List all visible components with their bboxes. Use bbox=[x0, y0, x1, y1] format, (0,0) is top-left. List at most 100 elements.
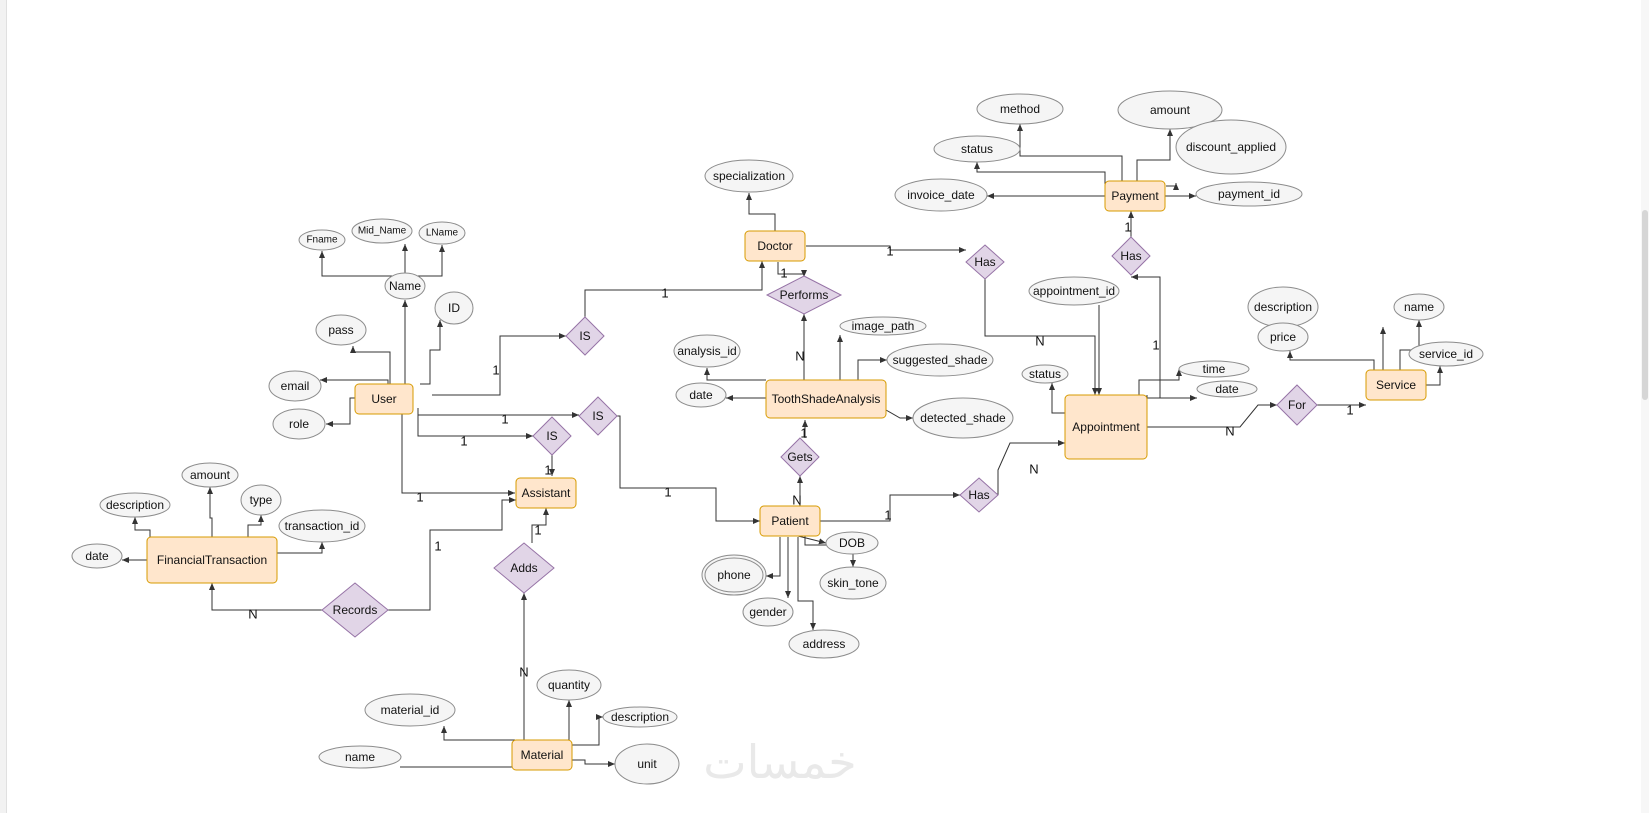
attribute-ellipse-type[interactable] bbox=[240, 484, 282, 516]
attribute-ellipse-service_id[interactable] bbox=[1408, 341, 1484, 367]
attribute-ellipse-fname[interactable] bbox=[298, 229, 346, 251]
attribute-analysis_id[interactable]: analysis_id bbox=[673, 334, 741, 368]
attribute-discount[interactable]: discount_applied bbox=[1175, 119, 1287, 175]
attribute-ellipse-transaction_id[interactable] bbox=[278, 509, 366, 543]
attribute-appointment_id[interactable]: appointment_id bbox=[1028, 276, 1120, 306]
attribute-role[interactable]: role bbox=[272, 408, 326, 440]
attribute-name[interactable]: Name bbox=[384, 272, 426, 300]
vertical-scrollbar[interactable] bbox=[1641, 0, 1649, 813]
attribute-ellipse-name_srv[interactable] bbox=[1393, 293, 1445, 321]
entity-service[interactable]: Service bbox=[1365, 369, 1427, 401]
scrollbar-thumb[interactable] bbox=[1642, 210, 1648, 400]
entity-fin[interactable]: FinancialTransaction bbox=[146, 536, 278, 584]
relationship-adds[interactable]: Adds bbox=[493, 542, 555, 594]
attribute-ellipse-amount_pay[interactable] bbox=[1117, 90, 1223, 130]
entity-box-service[interactable] bbox=[1365, 369, 1427, 401]
attribute-ellipse-name_mat[interactable] bbox=[318, 745, 402, 769]
attribute-description_mat[interactable]: description bbox=[602, 706, 678, 728]
entity-box-payment[interactable] bbox=[1104, 180, 1166, 212]
attribute-ellipse-status_app[interactable] bbox=[1021, 364, 1069, 384]
attribute-ellipse-pass[interactable] bbox=[315, 314, 367, 346]
attribute-amount_fin[interactable]: amount bbox=[181, 462, 239, 488]
attribute-pass[interactable]: pass bbox=[315, 314, 367, 346]
attribute-ellipse-amount_fin[interactable] bbox=[181, 462, 239, 488]
attribute-ellipse-skin_tone[interactable] bbox=[819, 566, 887, 600]
attribute-phone[interactable]: phone bbox=[701, 554, 767, 596]
attribute-name_mat[interactable]: name bbox=[318, 745, 402, 769]
entity-doctor[interactable]: Doctor bbox=[744, 230, 806, 262]
relationship-is3[interactable]: IS bbox=[532, 416, 572, 456]
attribute-date_app[interactable]: date bbox=[1196, 380, 1258, 398]
attribute-date_tsa[interactable]: date bbox=[675, 382, 727, 408]
attribute-ellipse-description_mat[interactable] bbox=[602, 706, 678, 728]
attribute-ellipse-address[interactable] bbox=[788, 629, 860, 659]
relationship-diamond-has_doc[interactable] bbox=[965, 244, 1005, 280]
attribute-ellipse-suggested_shade[interactable] bbox=[886, 343, 994, 377]
attribute-ellipse-time[interactable] bbox=[1178, 360, 1250, 378]
attribute-ellipse-status_pay[interactable] bbox=[933, 135, 1021, 163]
entity-payment[interactable]: Payment bbox=[1104, 180, 1166, 212]
attribute-ellipse-dob[interactable] bbox=[825, 531, 879, 555]
attribute-specialization[interactable]: specialization bbox=[704, 159, 794, 193]
attribute-ellipse-date_tsa[interactable] bbox=[675, 382, 727, 408]
attribute-ellipse-analysis_id[interactable] bbox=[673, 334, 741, 368]
entity-box-tsa[interactable] bbox=[765, 379, 887, 419]
attribute-payment_id[interactable]: payment_id bbox=[1195, 181, 1303, 207]
attribute-ellipse-gender[interactable] bbox=[742, 597, 794, 627]
relationship-diamond-has_pay[interactable] bbox=[1111, 236, 1151, 276]
entity-assistant[interactable]: Assistant bbox=[515, 477, 577, 509]
attribute-ellipse-specialization[interactable] bbox=[704, 159, 794, 193]
attribute-transaction_id[interactable]: transaction_id bbox=[278, 509, 366, 543]
attribute-ellipse-invoice_date[interactable] bbox=[894, 178, 988, 212]
attribute-ellipse-payment_id[interactable] bbox=[1195, 181, 1303, 207]
attribute-ellipse-unit[interactable] bbox=[614, 743, 680, 785]
relationship-records[interactable]: Records bbox=[321, 582, 389, 638]
attribute-dob[interactable]: DOB bbox=[825, 531, 879, 555]
attribute-ellipse-role[interactable] bbox=[272, 408, 326, 440]
attribute-midname[interactable]: Mid_Name bbox=[351, 218, 413, 244]
relationship-for[interactable]: For bbox=[1276, 384, 1318, 426]
attribute-ellipse-name[interactable] bbox=[384, 272, 426, 300]
relationship-has_doc[interactable]: Has bbox=[965, 244, 1005, 280]
attribute-method[interactable]: method bbox=[976, 93, 1064, 125]
attribute-ellipse-material_id[interactable] bbox=[364, 693, 456, 727]
attribute-gender[interactable]: gender bbox=[742, 597, 794, 627]
attribute-amount_pay[interactable]: amount bbox=[1117, 90, 1223, 130]
entity-box-material[interactable] bbox=[511, 739, 573, 771]
entity-box-appointment[interactable] bbox=[1064, 394, 1148, 460]
attribute-skin_tone[interactable]: skin_tone bbox=[819, 566, 887, 600]
attribute-invoice_date[interactable]: invoice_date bbox=[894, 178, 988, 212]
entity-box-user[interactable] bbox=[354, 383, 414, 415]
relationship-diamond-records[interactable] bbox=[321, 582, 389, 638]
attribute-suggested_shade[interactable]: suggested_shade bbox=[886, 343, 994, 377]
attribute-ellipse-midname[interactable] bbox=[351, 218, 413, 244]
attribute-ellipse-lname[interactable] bbox=[418, 221, 466, 245]
attribute-ellipse-method[interactable] bbox=[976, 93, 1064, 125]
attribute-description_fin[interactable]: description bbox=[99, 492, 171, 518]
attribute-fname[interactable]: Fname bbox=[298, 229, 346, 251]
relationship-diamond-is2[interactable] bbox=[578, 396, 618, 436]
attribute-material_id[interactable]: material_id bbox=[364, 693, 456, 727]
attribute-ellipse-discount[interactable] bbox=[1175, 119, 1287, 175]
entity-box-fin[interactable] bbox=[146, 536, 278, 584]
attribute-address[interactable]: address bbox=[788, 629, 860, 659]
attribute-time[interactable]: time bbox=[1178, 360, 1250, 378]
relationship-diamond-gets[interactable] bbox=[780, 437, 820, 477]
entity-box-assistant[interactable] bbox=[515, 477, 577, 509]
relationship-diamond-has_pat[interactable] bbox=[959, 477, 999, 513]
entity-box-doctor[interactable] bbox=[744, 230, 806, 262]
relationship-diamond-is3[interactable] bbox=[532, 416, 572, 456]
entity-box-patient[interactable] bbox=[759, 505, 821, 537]
relationship-has_pay[interactable]: Has bbox=[1111, 236, 1151, 276]
attribute-price[interactable]: price bbox=[1257, 322, 1309, 352]
attribute-status_pay[interactable]: status bbox=[933, 135, 1021, 163]
relationship-diamond-adds[interactable] bbox=[493, 542, 555, 594]
relationship-diamond-is1[interactable] bbox=[565, 316, 605, 356]
attribute-quantity[interactable]: quantity bbox=[536, 669, 602, 701]
attribute-status_app[interactable]: status bbox=[1021, 364, 1069, 384]
attribute-image_path[interactable]: image_path bbox=[839, 316, 927, 336]
relationship-is2[interactable]: IS bbox=[578, 396, 618, 436]
attribute-ellipse-description_fin[interactable] bbox=[99, 492, 171, 518]
attribute-ellipse-date_app[interactable] bbox=[1196, 380, 1258, 398]
relationship-performs[interactable]: Performs bbox=[765, 275, 843, 315]
